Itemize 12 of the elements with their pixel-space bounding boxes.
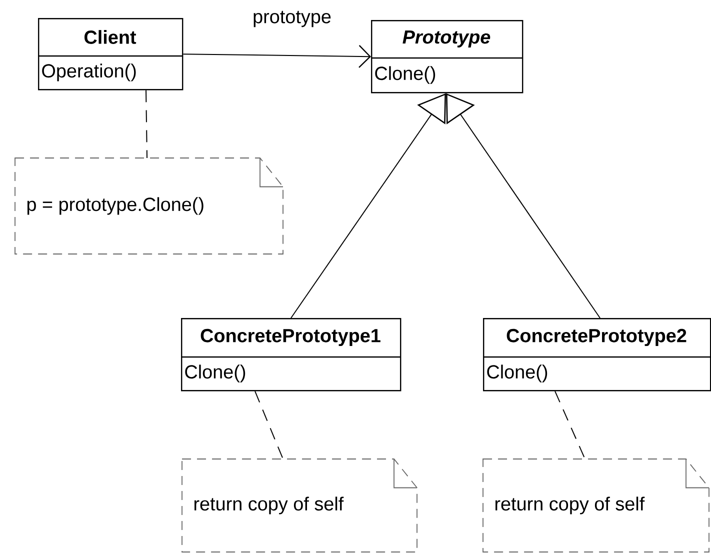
anchor-line (254, 390, 284, 460)
anchor-line (146, 90, 148, 158)
class-box: Client Operation() (38, 18, 184, 90)
edge-label: prototype (252, 10, 332, 28)
association-arrow (182, 45, 371, 68)
class-box: ConcretePrototype2 Clone() (483, 318, 711, 392)
class-box: Prototype Clone() (371, 20, 524, 94)
note-box: return copy of self (182, 458, 418, 552)
note-box: return copy of self (482, 458, 710, 552)
anchor-line (554, 390, 586, 460)
class-box: ConcretePrototype1 Clone() (181, 318, 402, 392)
note-box: p = prototype.Clone() (14, 158, 284, 254)
